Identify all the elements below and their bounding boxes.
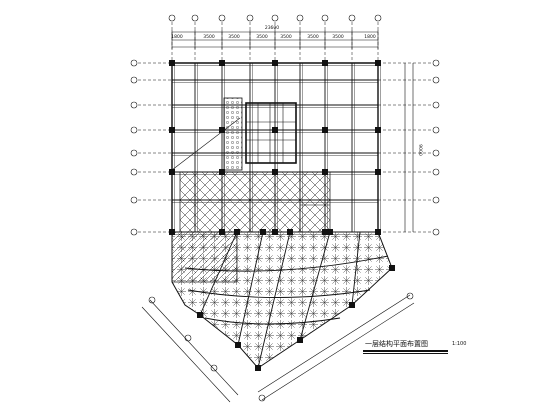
- fan-beams: [184, 231, 389, 369]
- axis-bubble-oblique: [406, 292, 414, 300]
- column: [169, 229, 175, 235]
- dim-top-0: 1800: [171, 34, 183, 40]
- cross-hatch-slab: [179, 171, 331, 233]
- column: [297, 337, 303, 343]
- column: [219, 60, 225, 66]
- column: [272, 60, 278, 66]
- axis-bubble-right: [432, 228, 440, 236]
- axis-bubble-top: [348, 14, 356, 22]
- dim-top-1: 3500: [203, 34, 215, 40]
- drawing-scale: 1:100: [452, 341, 467, 347]
- section-marker: [171, 117, 330, 206]
- axis-bubble-oblique: [258, 394, 266, 402]
- column: [375, 169, 381, 175]
- column: [349, 302, 355, 308]
- column: [260, 229, 266, 235]
- axis-bubble-left: [130, 168, 138, 176]
- axis-bubble-right: [432, 101, 440, 109]
- elevator-core: [245, 102, 297, 164]
- column: [169, 169, 175, 175]
- axis-bubble-top: [296, 14, 304, 22]
- grid-bubbles: [130, 14, 440, 402]
- oblique-dimensions: [141, 294, 415, 403]
- dim-right: 9000: [417, 144, 423, 156]
- axis-bubble-left: [130, 101, 138, 109]
- column: [272, 127, 278, 133]
- axis-bubble-right: [432, 126, 440, 134]
- axis-bubble-top: [374, 14, 382, 22]
- axis-bubble-left: [130, 126, 138, 134]
- axis-bubble-top: [246, 14, 254, 22]
- axis-bubble-left: [130, 149, 138, 157]
- columns: [169, 60, 395, 371]
- column: [197, 312, 203, 318]
- top-dimension-labels: 1800 3500 3500 3500 3500 3500 3500 1800 …: [171, 25, 376, 40]
- dim-top-6: 3500: [332, 34, 344, 40]
- axis-bubble-oblique: [148, 296, 156, 304]
- axis-bubble-top: [168, 14, 176, 22]
- axis-bubble-top: [271, 14, 279, 22]
- column: [272, 169, 278, 175]
- dim-top-7: 1800: [364, 34, 376, 40]
- axis-bubble-left: [130, 196, 138, 204]
- column: [235, 342, 241, 348]
- dim-top-2: 3500: [228, 34, 240, 40]
- column: [327, 229, 333, 235]
- star-hatch-fan: [171, 231, 393, 369]
- axis-bubble-top: [321, 14, 329, 22]
- dim-top-3: 3500: [256, 34, 268, 40]
- column: [389, 265, 395, 271]
- right-dimension: [404, 63, 414, 232]
- dim-top-5: 3500: [307, 34, 319, 40]
- column: [169, 127, 175, 133]
- axis-bubble-right: [432, 196, 440, 204]
- axis-bubble-oblique: [210, 364, 218, 372]
- column: [375, 60, 381, 66]
- axis-bubble-right: [432, 76, 440, 84]
- dim-top-total: 23600: [265, 25, 279, 31]
- axis-bubble-top: [191, 14, 199, 22]
- column: [272, 229, 278, 235]
- column: [219, 229, 225, 235]
- column: [322, 169, 328, 175]
- axis-bubble-left: [130, 76, 138, 84]
- axis-bubble-left: [130, 59, 138, 67]
- axis-bubble-right: [432, 59, 440, 67]
- column: [322, 229, 328, 235]
- title-underline-thin: [363, 353, 448, 354]
- dim-top-4: 3500: [280, 34, 292, 40]
- axis-bubble-top: [218, 14, 226, 22]
- column: [219, 127, 225, 133]
- column: [375, 127, 381, 133]
- column: [219, 169, 225, 175]
- stair-core: [223, 97, 243, 171]
- axis-bubble-right: [432, 168, 440, 176]
- title-underline: [363, 350, 448, 352]
- column: [234, 229, 240, 235]
- column: [322, 60, 328, 66]
- column: [375, 229, 381, 235]
- axis-bubble-left: [130, 228, 138, 236]
- column: [169, 60, 175, 66]
- column: [287, 229, 293, 235]
- grid-lines: [138, 22, 432, 233]
- column: [255, 365, 261, 371]
- axis-bubble-oblique: [184, 334, 192, 342]
- axis-bubble-right: [432, 149, 440, 157]
- drawing-title: 一层结构平面布置图: [365, 340, 428, 348]
- column: [322, 127, 328, 133]
